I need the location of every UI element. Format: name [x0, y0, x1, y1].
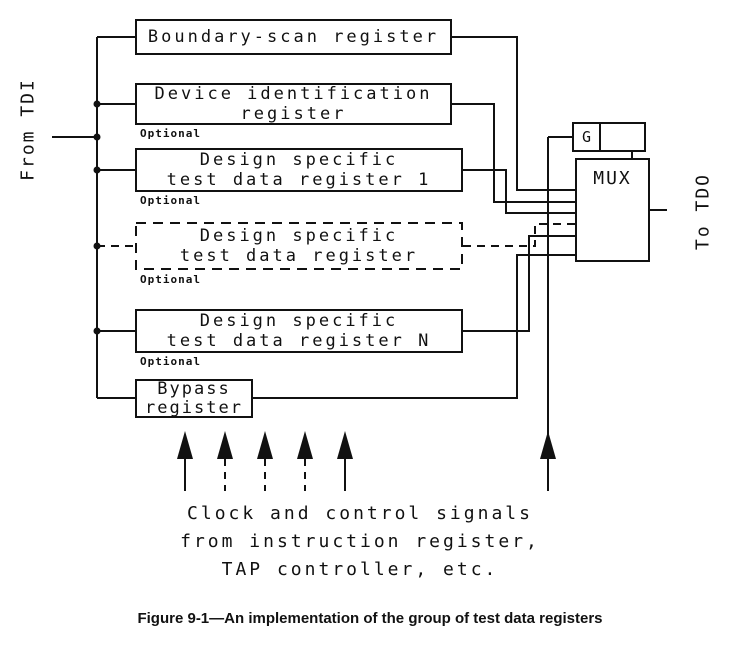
register-box-design-specific-1: Design specific test data register 1 [135, 148, 463, 192]
g-box-extension [599, 122, 646, 152]
register-label: register [145, 397, 243, 418]
route-dashed-to-mux [463, 223, 575, 247]
up-arrowhead [177, 431, 193, 459]
register-label: Bypass [157, 378, 231, 399]
register-label: Device identification [154, 84, 433, 104]
clock-control-line2: from instruction register, [180, 531, 540, 552]
optional-label-design-dashed: Optional [140, 273, 201, 286]
route-design1-to-mux [463, 169, 575, 214]
register-label: test data register 1 [166, 170, 432, 190]
clock-control-text: Clock and control signals from instructi… [90, 500, 630, 584]
register-label: register [240, 104, 347, 124]
from-tdi-label: From TDI [17, 78, 39, 181]
register-box-design-specific-dashed: Design specific test data register [135, 222, 463, 270]
register-label: Boundary-scan register [147, 27, 440, 47]
register-box-boundary-scan: Boundary-scan register [135, 19, 452, 55]
mux-box: MUX [575, 158, 650, 262]
figure-caption: Figure 9-1—An implementation of the grou… [137, 610, 603, 627]
optional-label-device: Optional [140, 127, 201, 140]
junction-dot [93, 242, 101, 250]
up-arrowhead [337, 431, 353, 459]
junction-dot [93, 166, 101, 174]
clock-control-line3: TAP controller, etc. [221, 559, 499, 580]
up-arrowhead [217, 431, 233, 459]
dashed-register-outline [135, 222, 463, 270]
up-arrowhead [540, 431, 556, 459]
clock-control-line1: Clock and control signals [187, 503, 533, 524]
route-device-to-mux [452, 103, 575, 203]
junction-dot [93, 133, 101, 141]
up-arrowhead [297, 431, 313, 459]
register-label: test data register [179, 246, 419, 266]
register-label: Design specific [199, 226, 399, 246]
register-box-bypass: Bypass register [135, 379, 253, 418]
mux-label: MUX [593, 168, 632, 189]
optional-label-designN: Optional [140, 355, 201, 368]
register-box-design-specific-N: Design specific test data register N [135, 309, 463, 353]
junction-dot [93, 327, 101, 335]
route-bypass-to-mux [253, 254, 575, 399]
register-label: Design specific [199, 311, 399, 331]
register-label: test data register N [166, 331, 432, 351]
up-arrowhead [257, 431, 273, 459]
g-select-label: G [581, 128, 592, 146]
optional-label-design1: Optional [140, 194, 201, 207]
route-designN-to-mux [463, 235, 575, 332]
register-box-device-id: Device identification register [135, 83, 452, 125]
register-label: Design specific [199, 150, 399, 170]
junction-dot [93, 100, 101, 108]
to-tdo-label: To TDO [692, 172, 714, 251]
route-boundary-to-mux [452, 36, 575, 191]
